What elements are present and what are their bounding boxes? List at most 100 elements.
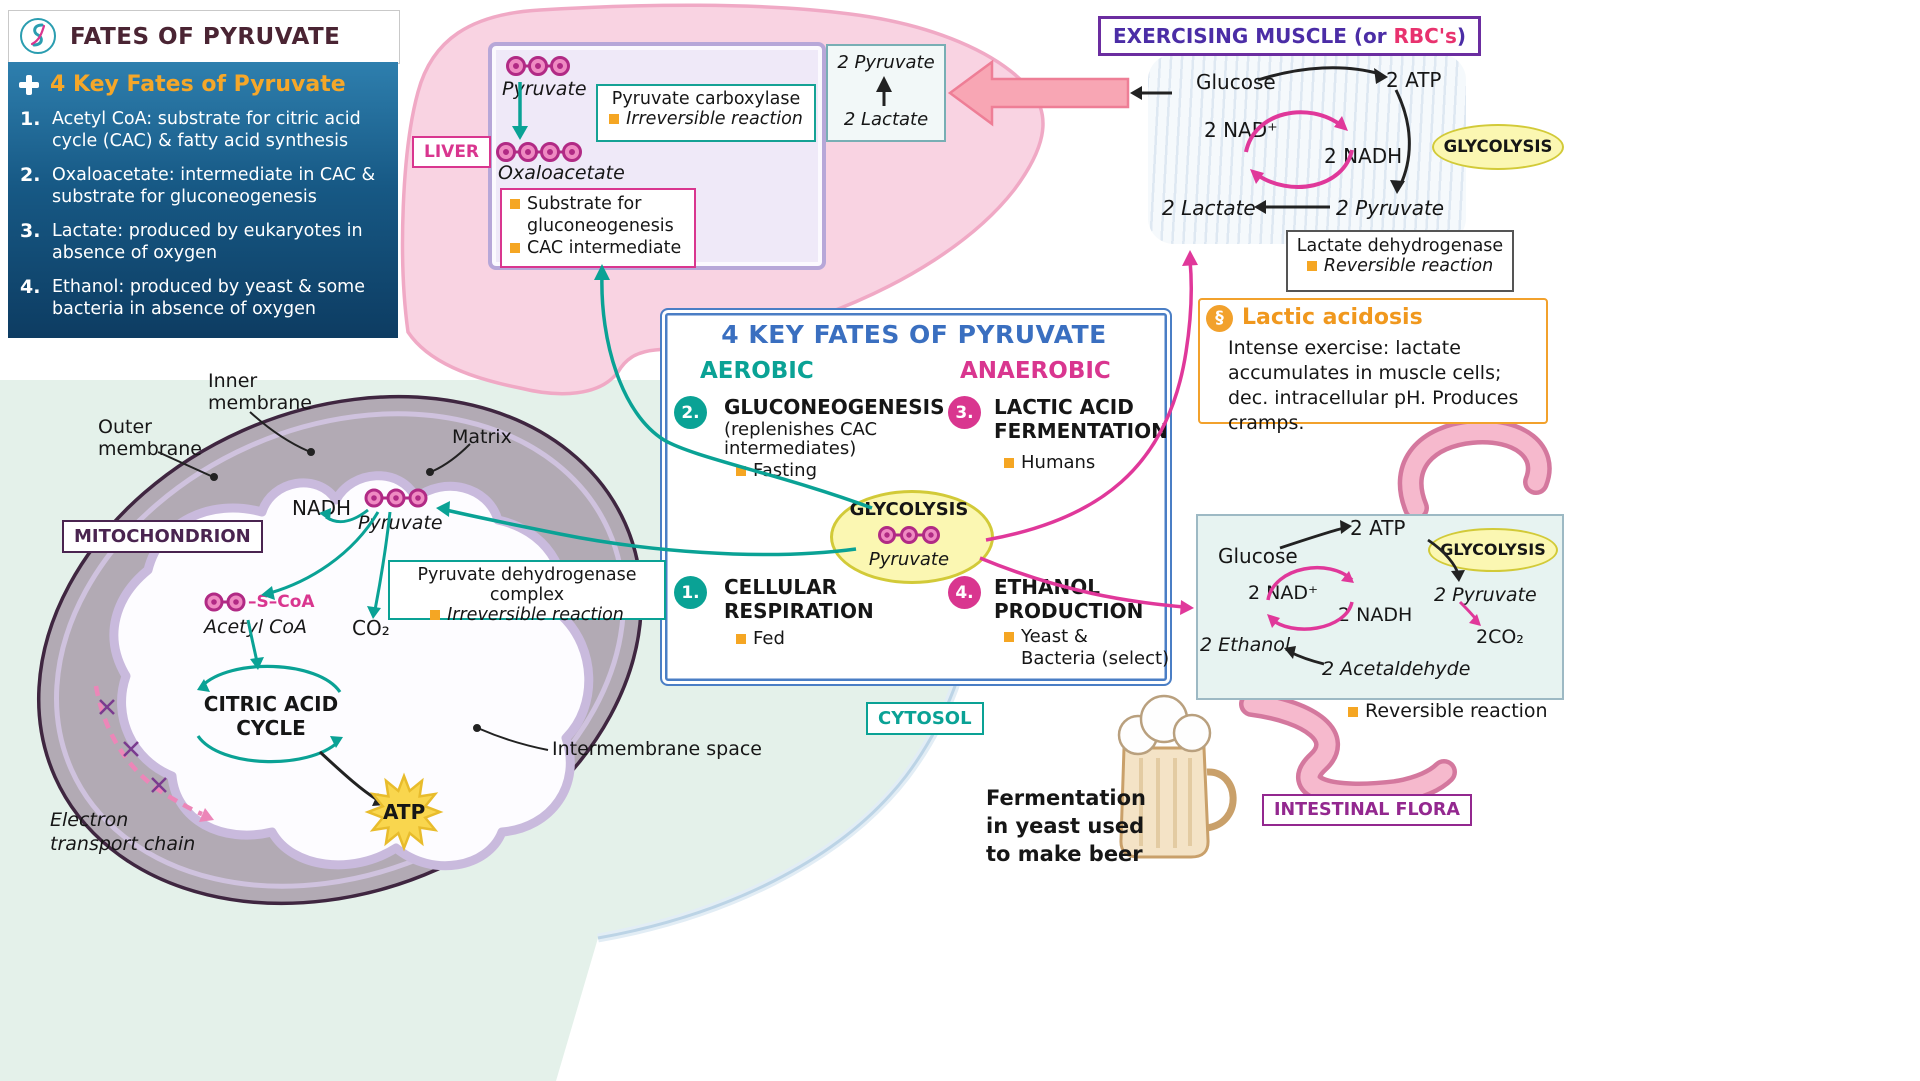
shuttle-box: 2 Pyruvate 2 Lactate: [826, 44, 946, 142]
etc-label: Electron transport chain: [50, 809, 196, 855]
liver-note-1: Substrate for: [527, 194, 642, 214]
key-fates-item-4-num: 4.: [20, 276, 41, 298]
ferm-glycolysis-oval: GLYCOLYSIS: [1428, 528, 1558, 572]
ferm-atp-label: 2 ATP: [1350, 516, 1406, 540]
etc-complex-icons: [99, 699, 167, 793]
aerobic-heading: AEROBIC: [700, 358, 814, 384]
bullet-square: [609, 114, 620, 124]
shuttle-pyruvate: 2 Pyruvate: [837, 52, 935, 73]
gluconeogenesis-number-badge: 2.: [674, 396, 707, 429]
cellular-respiration-title2: RESPIRATION: [724, 599, 874, 623]
pdc-note: Irreversible reaction: [447, 605, 624, 625]
matrix-label: Matrix: [452, 426, 512, 448]
key-fates-item-1-line2: cycle (CAC) & fatty acid synthesis: [52, 131, 349, 151]
gluconeogenesis-title: GLUCONEOGENESIS: [724, 395, 945, 419]
muscle-title-box: EXERCISING MUSCLE (or RBC's): [1098, 16, 1482, 56]
pyruvate-carboxylase-box: Pyruvate carboxylase Irreversible reacti…: [596, 84, 816, 142]
ethanol-production-tag2: Bacteria (select): [1021, 648, 1170, 669]
cellular-respiration-title1: CELLULAR: [724, 575, 837, 599]
ferm-nad-label: 2 NAD⁺: [1248, 582, 1318, 604]
cellular-respiration-tag: Fed: [736, 628, 785, 649]
cellular-respiration-number-badge: 1.: [674, 576, 707, 609]
cac-arrowhead-top: [197, 679, 210, 692]
mito-pyruvate-label: Pyruvate: [358, 512, 443, 534]
acetyl-coa-beads-icon: [204, 592, 246, 612]
key-fates-item-1-line1: Acetyl CoA: substrate for citric acid: [52, 109, 361, 129]
ferm-pyruvate-label: 2 Pyruvate: [1434, 584, 1537, 606]
central-pyruvate-label: Pyruvate: [868, 549, 950, 570]
key-fates-item-3-line1: Lactate: produced by eukaryotes in: [52, 221, 363, 241]
key-fates-item-3-line2: absence of oxygen: [52, 243, 218, 263]
mitochondrion-shape: [36, 394, 644, 906]
muscle-pyruvate-label: 2 Pyruvate: [1336, 196, 1445, 220]
ldh-note: Reversible reaction: [1323, 256, 1494, 276]
flora-worm-top-icon: [1397, 418, 1552, 521]
clinical-icon: §: [1206, 305, 1233, 332]
pdc-label: Pyruvate dehydrogenase complex: [417, 565, 637, 605]
key-fates-item-3-num: 3.: [20, 220, 41, 242]
liver-tag: LIVER: [412, 136, 492, 168]
ethanol-production-tag1: Yeast &: [1004, 626, 1088, 647]
ldh-label: Lactate dehydrogenase: [1296, 236, 1504, 256]
key-fates-panel: [8, 62, 398, 338]
key-fates-item-2-line1: Oxaloacetate: intermediate in CAC &: [52, 165, 376, 185]
pdc-box: Pyruvate dehydrogenase complex Irreversi…: [388, 560, 666, 625]
liver-note-2: gluconeogenesis: [527, 216, 674, 236]
ferm-acetaldehyde-label: 2 Acetaldehyde: [1322, 658, 1471, 680]
scoa-label: –S–CoA: [248, 592, 315, 612]
liver-pyruvate-label: Pyruvate: [502, 78, 587, 100]
beer-caption-line1: Fermentation: [986, 786, 1146, 810]
acetyl-coa-label: Acetyl CoA: [204, 616, 308, 638]
ferm-nadh-label: 2 NADH: [1338, 604, 1413, 626]
ferm-glucose-label: Glucose: [1218, 544, 1298, 568]
muscle-title-post: ): [1456, 24, 1467, 48]
muscle-nadh-label: 2 NADH: [1324, 144, 1403, 168]
intermembrane-space-label: Intermembrane space: [552, 738, 762, 760]
key-fates-item-1-num: 1.: [20, 108, 41, 130]
ethanol-production-number-badge: 4.: [948, 576, 981, 609]
brand-logo-icon: [20, 18, 56, 54]
muscle-title-rbc: RBC's: [1393, 24, 1457, 48]
muscle-atp-label: 2 ATP: [1386, 68, 1442, 92]
central-glycolysis-label: GLYCOLYSIS: [849, 499, 969, 520]
outer-membrane-label: Outer membrane: [98, 416, 202, 460]
gluconeogenesis-tag: Fasting: [736, 460, 817, 481]
cori-cycle-arrow: [947, 59, 1130, 127]
cytosol-label: CYTOSOL: [866, 702, 984, 735]
cac-label-line2: CYCLE: [236, 716, 306, 740]
muscle-nad-label: 2 NAD⁺: [1204, 118, 1278, 142]
brand-title: FATES OF PYRUVATE: [70, 24, 341, 50]
lactic-fermentation-title2: FERMENTATION: [994, 419, 1168, 443]
lactic-acidosis-body: Intense exercise: lactate accumulates in…: [1228, 337, 1519, 435]
lactic-acidosis-title: Lactic acidosis: [1242, 305, 1423, 330]
ferm-reversible-note: Reversible reaction: [1348, 700, 1548, 722]
carboxylase-note: Irreversible reaction: [626, 109, 803, 129]
ferm-co2-label: 2CO₂: [1476, 626, 1524, 648]
muscle-glycolysis-oval: GLYCOLYSIS: [1432, 124, 1564, 170]
muscle-glucose-label: Glucose: [1196, 70, 1276, 94]
etc-arrow: [93, 685, 203, 817]
mito-pyruvate-beads-icon: [364, 488, 428, 508]
ethanol-production-title2: PRODUCTION: [994, 599, 1144, 623]
muscle-lactate-label: 2 Lactate: [1162, 196, 1256, 220]
shuttle-lactate: 2 Lactate: [843, 109, 929, 130]
pyruvate-carboxylase-label: Pyruvate carboxylase: [611, 89, 801, 109]
key-fates-item-2-num: 2.: [20, 164, 41, 186]
key-fates-heading: 4 Key Fates of Pyruvate: [50, 72, 346, 97]
mito-atp-label: ATP: [383, 800, 426, 824]
beer-caption-line2: in yeast used: [986, 814, 1145, 838]
intestinal-flora-label: INTESTINAL FLORA: [1262, 794, 1472, 826]
cross-icon: [18, 74, 40, 100]
mito-nadh-label: NADH: [292, 496, 352, 520]
ferm-glycolysis-label: GLYCOLYSIS: [1440, 540, 1546, 559]
lactic-fermentation-tag: Humans: [1004, 452, 1095, 473]
oxaloacetate-note-box: Substrate for gluconeogenesis CAC interm…: [500, 188, 696, 268]
key-fates-item-4-line1: Ethanol: produced by yeast & some: [52, 277, 366, 297]
gluconeogenesis-sub1: (replenishes CAC: [724, 419, 878, 440]
mitochondrion-label: MITOCHONDRION: [62, 520, 263, 553]
cac-to-atp-arrow: [318, 750, 377, 801]
ethanol-production-title1: ETHANOL: [994, 575, 1101, 599]
anaerobic-heading: ANAEROBIC: [960, 358, 1111, 384]
cac-label-line1: CITRIC ACID: [203, 692, 339, 716]
